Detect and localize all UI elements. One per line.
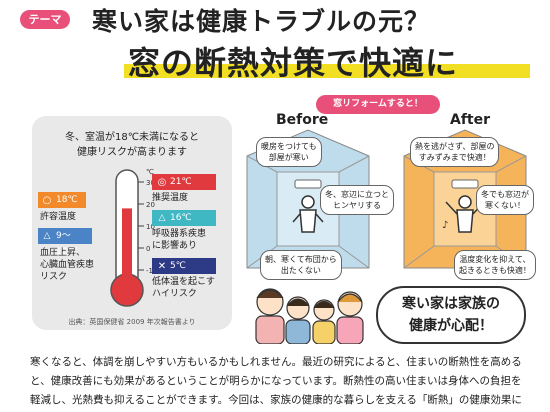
headline-line2: 窓の断熱対策で快適に [128,44,459,82]
circle-double-icon: ◎ [157,176,167,188]
bubble-line: 出たくない [280,266,321,275]
thermometer-title-line1: 冬、室温が18℃未満になると [65,132,199,143]
tick-label: 20 [146,201,155,209]
slogan-line2: 健康が心配！ [409,318,493,334]
before-bubble-mid: 冬、窓辺に立つと ヒンヤリする [320,185,394,215]
thermometer-icon: ℃ 30 20 10 0 -10 [110,168,157,307]
temp-label-5: 低体温を起こす ハイリスク [152,276,215,300]
triangle-icon: △ [158,213,166,223]
temp-box-16: 16℃ [152,210,216,226]
triangle-icon: △ [43,231,51,241]
music-note-icon: ♪ [442,220,448,231]
temp-label-line: 低体温を起こす [152,277,215,287]
family-illustration [255,288,364,344]
temp-label-9-12: 血圧上昇、 心臓血管疾患 リスク [40,247,94,283]
headline-highlight [124,64,530,78]
after-bubble-bottom: 温度変化を抑えて、 起きるときも快適！ [454,250,536,280]
temp-box-18: 18℃ [38,192,86,208]
bubble-line: 起きるときも快適！ [459,266,531,275]
reform-tag: 窓リフォームすると！ [316,95,440,114]
temp-box-9-12: 9～12℃ [38,228,92,257]
temp-label-18: 許容温度 [40,212,77,222]
thermometer-unit: ℃ [146,168,154,176]
after-bubble-mid: 冬でも窓辺が 寒くない！ [476,185,534,215]
bubble-line: ヒンヤリする [333,201,381,210]
thermometer-title-line2: 健康リスクが高まります [77,147,187,158]
temp-value: 21℃ [170,177,192,187]
temp-label-line: に影響あり [152,241,198,251]
before-bubble-bottom: 朝、寒くて布団から 出たくない [260,250,342,280]
cross-icon: ✕ [157,260,167,272]
before-label: Before [276,112,329,128]
theme-tag: テーマ [20,10,70,29]
temp-label-16: 呼吸器系疾患 に影響あり [152,228,206,252]
temp-label-line: 呼吸器系疾患 [152,229,207,239]
temp-label-line: 心臓血管疾患 [40,260,95,270]
bubble-line: 部屋が寒い [268,153,309,162]
thermometer-panel: 冬、室温が18℃未満になると 健康リスクが高まります ℃ 30 20 10 0 … [32,116,232,330]
after-label: After [450,112,491,128]
bubble-line: 寒くない！ [485,201,525,210]
after-bubble-top: 熱を逃がさず、部屋の すみずみまで快適！ [410,137,500,167]
slogan-bubble: 寒い家は家族の 健康が心配！ [376,286,526,344]
temp-box-21: 21℃ [152,174,216,190]
temp-label-line: ハイリスク [152,289,197,299]
bubble-line: 朝、寒くて布団から [265,255,337,264]
temp-value: 18℃ [56,195,78,205]
slogan-line1: 寒い家は家族の [402,296,500,312]
source-note: 出典：英国保健省 2009 年次報告書より [68,318,196,326]
bubble-line: 冬、窓辺に立つと [325,190,389,199]
intro-paragraph: 寒くなると、体調を崩しやすい方もいるかもしれません。最近の研究によると、住まいの… [30,356,522,406]
temp-label-line: 血圧上昇、 [40,248,86,258]
tick-label: 0 [146,245,150,253]
tick-label: 30 [146,179,155,187]
temp-label-line: リスク [40,272,68,282]
tick-label: 10 [146,223,155,231]
circle-icon: ○ [42,194,52,206]
bubble-line: 冬でも窓辺が [481,190,529,199]
temp-value: 5℃ [170,261,186,271]
bubble-line: すみずみまで快適！ [418,153,491,162]
temp-label-21: 推奨温度 [152,193,189,203]
bubble-line: 暖房をつけても [261,142,317,151]
headline-line1: 寒い家は健康トラブルの元？ [92,7,431,36]
bubble-line: 温度変化を抑えて、 [459,255,531,264]
temp-value: 9～12℃ [56,231,78,257]
thermometer-panel-title: 冬、室温が18℃未満になると 健康リスクが高まります [32,130,232,160]
tick-label: -10 [146,267,157,275]
before-bubble-top: 暖房をつけても 部屋が寒い [256,137,322,167]
temp-box-5: 5℃ [152,258,216,274]
bubble-line: 熱を逃がさず、部屋の [415,142,495,151]
temp-value: 16℃ [170,213,192,223]
